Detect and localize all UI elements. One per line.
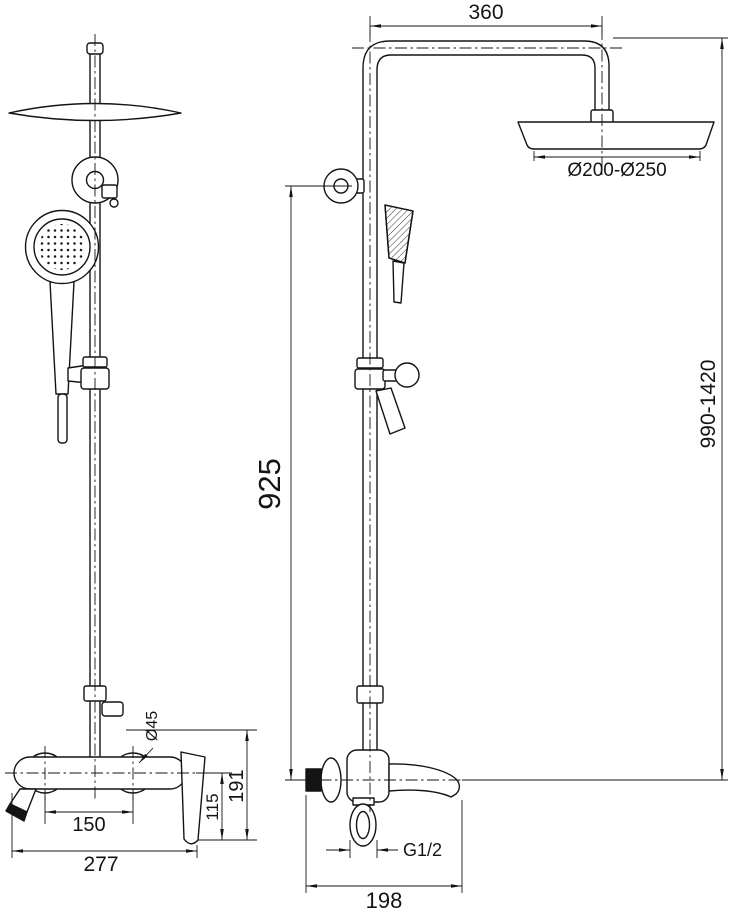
dim-label-115: 115 xyxy=(203,793,222,820)
front-offset-fitting xyxy=(101,701,124,717)
dim-label-thread: G1/2 xyxy=(403,840,442,860)
dim-label-198: 198 xyxy=(366,888,403,913)
front-slider-bracket xyxy=(67,356,110,390)
dim-valve-spacing: 150 xyxy=(44,796,134,836)
dimensions: 360 Ø200-Ø250 990-1420 925 150 xyxy=(11,1,728,913)
centerlines xyxy=(5,28,622,812)
dim-label-head-diameter: Ø200-Ø250 xyxy=(567,160,666,181)
dim-body-width: 277 xyxy=(11,793,198,876)
dim-label-overall-height: 990-1420 xyxy=(697,360,720,449)
side-view xyxy=(305,40,715,847)
dim-body-height: 191 xyxy=(126,729,257,840)
dim-thread: G1/2 xyxy=(326,840,442,860)
dim-label-191: 191 xyxy=(226,769,248,802)
front-mixer-handle xyxy=(180,751,206,845)
dim-head-diameter: Ø200-Ø250 xyxy=(533,151,701,181)
dim-escutcheon-diameter: Ø45 xyxy=(138,711,161,764)
front-shower-head xyxy=(8,102,182,122)
side-shower-head xyxy=(517,121,715,150)
dim-top-width: 360 xyxy=(369,1,603,36)
side-hand-shower xyxy=(384,204,414,304)
dim-label-escutcheon: Ø45 xyxy=(144,711,161,741)
dim-overall-height: 990-1420 xyxy=(462,37,728,781)
dim-riser-height: 925 xyxy=(252,185,352,781)
dim-label-925: 925 xyxy=(252,458,287,510)
dim-spout-reach: 198 xyxy=(305,795,463,913)
front-hand-shower xyxy=(24,209,100,444)
side-spout xyxy=(388,763,461,798)
side-riser-pipe xyxy=(362,40,610,753)
front-view xyxy=(5,42,206,845)
side-mixer-body xyxy=(305,749,461,847)
dim-label-277: 277 xyxy=(83,853,118,876)
dim-label-150: 150 xyxy=(72,814,105,836)
dim-spout-height: 115 xyxy=(196,772,257,841)
side-slider-bracket xyxy=(354,357,420,435)
dim-label-360: 360 xyxy=(468,1,503,24)
